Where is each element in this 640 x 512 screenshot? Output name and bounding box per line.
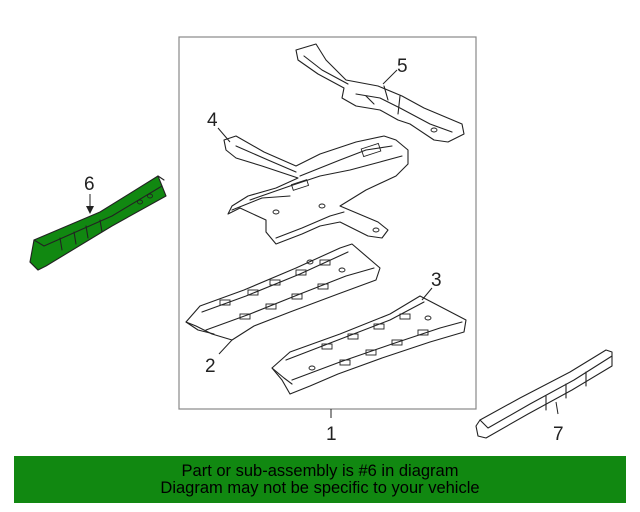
callout-4[interactable]: 4	[207, 110, 218, 131]
callout-1[interactable]: 1	[326, 424, 337, 445]
part-4-floor-pan[interactable]	[223, 135, 409, 245]
callout-4-leader	[217, 127, 231, 143]
callout-3-leader	[421, 287, 433, 301]
callout-5[interactable]: 5	[397, 56, 408, 77]
part-7-rocker[interactable]	[475, 349, 613, 439]
banner-line-2: Diagram may not be specific to your vehi…	[160, 478, 480, 497]
part-3-floor-panel[interactable]	[271, 295, 467, 395]
part-2-floor-panel[interactable]	[185, 243, 381, 341]
callout-6[interactable]: 6	[84, 174, 95, 195]
callout-2-leader	[218, 339, 233, 355]
callout-7[interactable]: 7	[553, 424, 564, 445]
assembly-frame	[178, 36, 477, 410]
callout-7-leader	[555, 401, 559, 415]
info-banner: Part or sub-assembly is #6 in diagram Di…	[14, 456, 626, 503]
part-6-sill-reinforcement[interactable]	[29, 175, 167, 271]
part-5-crossmember[interactable]	[295, 43, 465, 143]
callout-2[interactable]: 2	[205, 356, 216, 377]
callout-3[interactable]: 3	[431, 270, 442, 291]
callout-5-leader	[382, 69, 398, 85]
banner-line-1: Part or sub-assembly is #6 in diagram	[181, 461, 459, 480]
callout-6-arrowhead	[86, 206, 94, 214]
